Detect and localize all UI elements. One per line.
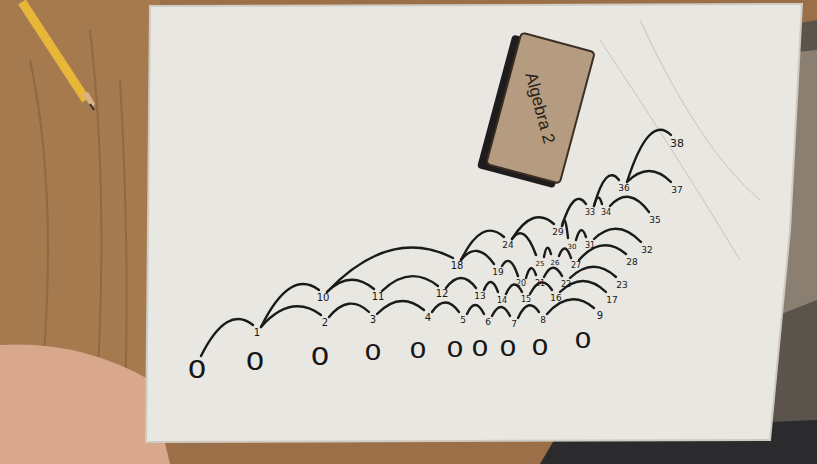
count-number: 36 (618, 184, 629, 193)
arc (432, 303, 459, 313)
count-number: 18 (451, 261, 464, 271)
count-number: 30 (568, 244, 577, 251)
arc (627, 171, 671, 182)
count-number: 24 (502, 241, 513, 250)
arc (544, 248, 551, 257)
zero-mark: 0 (471, 338, 489, 360)
count-number: 10 (317, 293, 330, 303)
zero-mark: 0 (499, 338, 517, 360)
count-number: 2 (322, 318, 328, 328)
arc (627, 130, 671, 182)
zero-mark: 0 (574, 330, 592, 352)
eraser-block (486, 33, 595, 184)
arc (562, 199, 586, 226)
count-number: 21 (535, 280, 545, 288)
count-number: 38 (670, 138, 684, 149)
count-number: 34 (601, 209, 611, 217)
arc (518, 305, 539, 318)
arc (560, 281, 606, 292)
zero-mark: 0 (245, 350, 264, 374)
count-number: 28 (626, 258, 637, 267)
count-number: 33 (585, 209, 595, 217)
zero-mark: 0 (409, 340, 427, 362)
count-number: 16 (550, 294, 561, 303)
count-number: 9 (597, 311, 603, 321)
arc (594, 175, 619, 206)
arc (329, 304, 369, 317)
arc (382, 276, 438, 291)
arc (461, 231, 504, 260)
count-number: 4 (425, 313, 431, 323)
eraser-label: Algebra 2 (522, 71, 557, 146)
arc (610, 197, 649, 212)
zero-mark: 0 (446, 339, 464, 361)
count-number: 25 (536, 261, 545, 268)
count-number: 19 (492, 268, 503, 277)
arc (576, 230, 586, 240)
zero-mark: 0 (531, 337, 549, 359)
count-number: 29 (552, 228, 563, 237)
arc (484, 282, 498, 292)
eraser (477, 30, 595, 189)
count-number: 5 (460, 316, 466, 325)
count-number: 8 (540, 316, 546, 325)
count-number: 32 (641, 246, 652, 255)
zero-mark: 0 (187, 358, 206, 382)
count-number: 26 (551, 260, 560, 267)
count-number: 1 (254, 328, 260, 338)
count-number: 11 (372, 292, 385, 302)
arc (594, 229, 641, 242)
pencil-tip (82, 92, 95, 108)
count-number: 20 (516, 280, 526, 288)
count-number: 17 (606, 296, 617, 305)
count-number: 37 (671, 186, 682, 195)
count-number: 15 (521, 296, 531, 304)
arc (327, 248, 453, 292)
arc (446, 278, 476, 288)
arc (377, 301, 424, 314)
arc (467, 305, 484, 314)
count-number: 31 (585, 242, 595, 250)
count-number: 23 (616, 281, 627, 290)
whiteboard (146, 4, 802, 442)
arc (512, 233, 536, 255)
arc (492, 307, 510, 316)
arc (526, 268, 536, 278)
count-number: 13 (474, 292, 485, 301)
count-number: 22 (561, 281, 571, 289)
arc (512, 217, 554, 239)
counting-arcs (201, 130, 671, 356)
count-number: 12 (436, 289, 449, 299)
pencil-lead (90, 104, 94, 110)
count-number: 35 (649, 216, 660, 225)
pencil (22, 2, 95, 110)
board-smudges (600, 20, 760, 260)
count-number: 3 (370, 315, 376, 325)
pencil-body (22, 2, 86, 100)
zero-mark: 0 (310, 345, 329, 369)
arc (544, 268, 562, 277)
count-number: 7 (511, 320, 517, 329)
arc (201, 319, 253, 356)
arm (0, 344, 170, 464)
arc (502, 261, 518, 276)
count-number: 6 (485, 318, 491, 327)
arc (261, 284, 319, 327)
count-number: 27 (571, 262, 581, 270)
count-number: 14 (497, 297, 507, 305)
zero-mark: 0 (364, 342, 382, 364)
